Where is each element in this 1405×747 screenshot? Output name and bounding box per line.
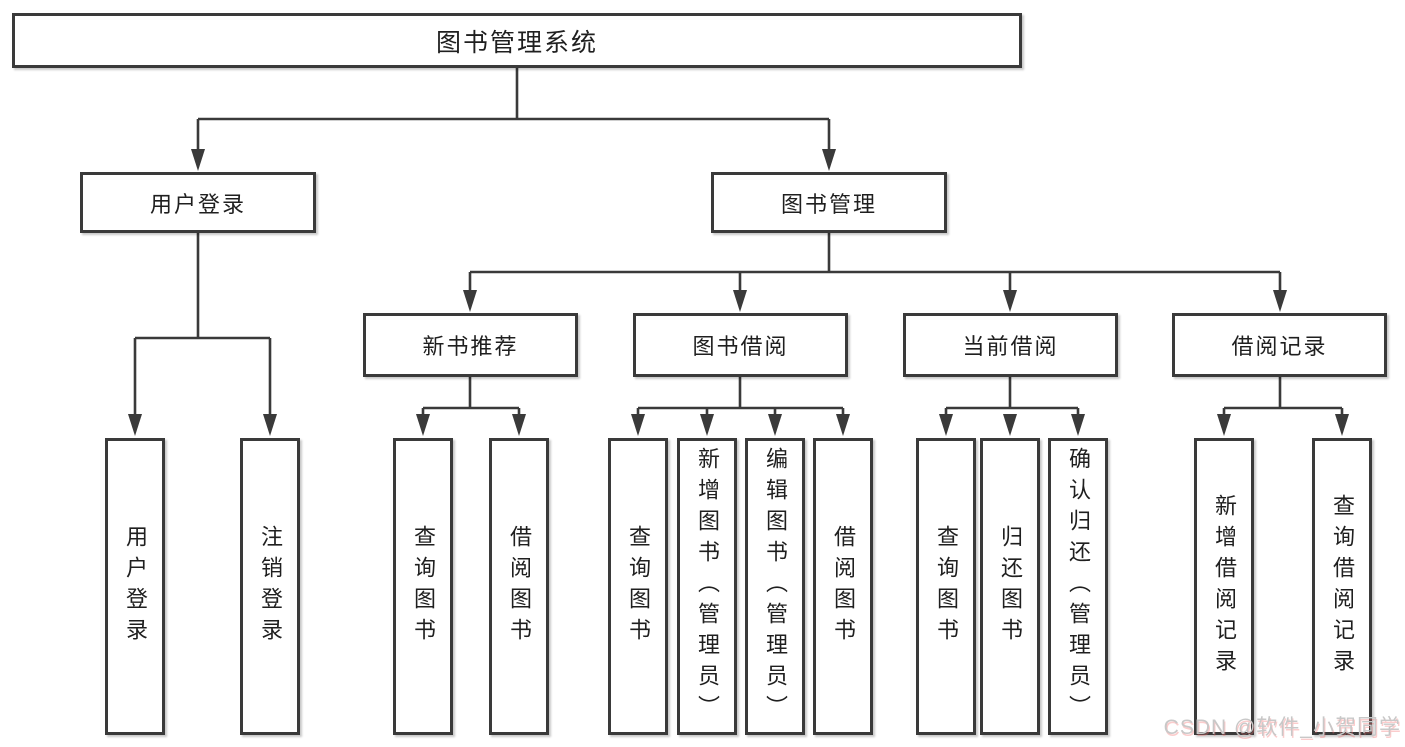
leaf-user-login: 用户登录 — [105, 438, 165, 735]
arrowheads-borrow-records-split — [1217, 414, 1349, 436]
arrowheads-current-borrow-split — [939, 414, 1085, 436]
leaf-add-borrow-record-label: 新增借阅记录 — [1212, 493, 1237, 680]
csdn-watermark: CSDN @软件_小贺同学 — [1163, 716, 1401, 739]
connector-user-login-split — [133, 233, 272, 418]
leaf-return-books-label: 归还图书 — [998, 524, 1023, 649]
node-new-book-recommend: 新书推荐 — [363, 313, 578, 377]
leaf-query-books-borrow-label: 查询图书 — [626, 524, 651, 649]
node-current-borrow-label: 当前借阅 — [962, 334, 1059, 359]
leaf-query-books-current-label: 查询图书 — [934, 524, 959, 649]
arrowheads-user-login-split — [128, 414, 277, 436]
node-new-book-recommend-label: 新书推荐 — [422, 334, 519, 359]
leaf-borrow-books: 借阅图书 — [813, 438, 873, 735]
node-borrow-records: 借阅记录 — [1172, 313, 1387, 377]
node-book-borrow-label: 图书借阅 — [692, 334, 789, 359]
leaf-borrow-books-label: 借阅图书 — [831, 524, 856, 649]
connector-borrow-records-split — [1222, 377, 1344, 418]
leaf-borrow-books-recommend-label: 借阅图书 — [507, 524, 532, 649]
leaf-logout: 注销登录 — [240, 438, 300, 735]
leaf-add-books-admin: 新增图书（管理员） — [677, 438, 737, 735]
leaf-confirm-return-admin-label: 确认归还（管理员） — [1066, 447, 1091, 726]
arrowheads-root-split — [191, 149, 836, 171]
leaf-logout-label: 注销登录 — [258, 524, 283, 649]
node-user-login: 用户登录 — [80, 172, 316, 233]
leaf-query-books-borrow: 查询图书 — [608, 438, 668, 735]
leaf-query-books-recommend: 查询图书 — [393, 438, 453, 735]
arrowheads-book-mgmt-split — [463, 290, 1287, 312]
connector-new-book-split — [421, 377, 521, 418]
leaf-add-books-admin-label: 新增图书（管理员） — [695, 447, 720, 726]
leaf-query-books-current: 查询图书 — [916, 438, 976, 735]
node-current-borrow: 当前借阅 — [903, 313, 1118, 377]
connector-current-borrow-split — [944, 377, 1080, 418]
leaf-query-borrow-record-label: 查询借阅记录 — [1330, 493, 1355, 680]
leaf-confirm-return-admin: 确认归还（管理员） — [1048, 438, 1108, 735]
node-user-login-label: 用户登录 — [149, 191, 246, 217]
arrowheads-book-borrow-split — [631, 414, 850, 436]
node-book-management: 图书管理 — [711, 172, 947, 233]
connector-book-mgmt-split — [468, 233, 1282, 294]
connector-root-split — [196, 68, 831, 153]
arrowheads-new-book-split — [416, 414, 526, 436]
node-root-label: 图书管理系统 — [435, 28, 598, 57]
node-root-system: 图书管理系统 — [12, 13, 1022, 68]
leaf-edit-books-admin: 编辑图书（管理员） — [745, 438, 805, 735]
leaf-user-login-label: 用户登录 — [123, 524, 148, 649]
leaf-query-books-recommend-label: 查询图书 — [411, 524, 436, 649]
node-book-borrow: 图书借阅 — [633, 313, 848, 377]
leaf-edit-books-admin-label: 编辑图书（管理员） — [763, 447, 788, 726]
leaf-borrow-books-recommend: 借阅图书 — [489, 438, 549, 735]
connector-book-borrow-split — [636, 377, 845, 418]
node-book-management-label: 图书管理 — [780, 191, 877, 217]
leaf-return-books: 归还图书 — [980, 438, 1040, 735]
leaf-add-borrow-record: 新增借阅记录 — [1194, 438, 1254, 735]
node-borrow-records-label: 借阅记录 — [1231, 334, 1328, 359]
leaf-query-borrow-record: 查询借阅记录 — [1312, 438, 1372, 735]
